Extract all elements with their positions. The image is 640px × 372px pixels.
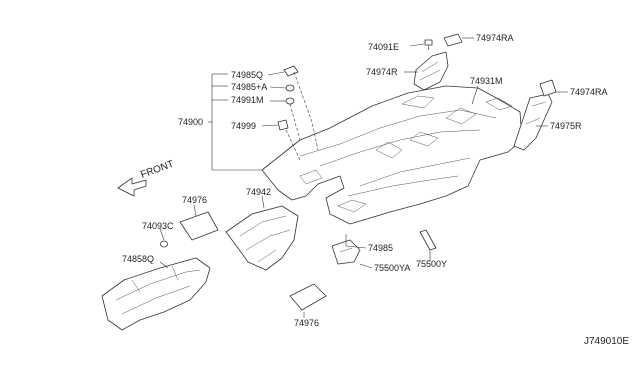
label-74942: 74942 — [246, 187, 271, 197]
pad-74974RA-right — [539, 79, 557, 97]
fastener-74093C — [160, 240, 168, 248]
label-74975R: 74975R — [550, 121, 582, 131]
label-74974RA-right: 74974RA — [570, 87, 608, 97]
label-74976-upper: 74976 — [182, 195, 207, 205]
pad-74976-lower — [289, 283, 327, 311]
label-74858Q: 74858Q — [122, 254, 154, 264]
rear-trim-74975R — [513, 93, 553, 151]
label-74091E: 74091E — [368, 42, 399, 52]
label-74974RA-top: 74974RA — [476, 33, 514, 43]
front-arrow-icon — [117, 177, 147, 197]
insulator-74858Q — [101, 257, 211, 331]
fastener-74985A — [285, 84, 295, 92]
label-74985Q: 74985Q — [231, 70, 263, 80]
clip-75500YA — [331, 239, 361, 265]
label-74931M: 74931M — [470, 76, 503, 86]
front-arrow: FRONT — [117, 159, 175, 197]
leader-lines — [159, 37, 568, 318]
bracket-75500Y — [419, 229, 437, 251]
fastener-74991M — [285, 97, 295, 105]
label-74974R: 74974R — [366, 67, 398, 77]
label-74985: 74985 — [368, 243, 393, 253]
diagram-code: J749010E — [584, 336, 629, 347]
clip-74091E — [424, 39, 433, 50]
front-label: FRONT — [139, 159, 175, 181]
label-74991M: 74991M — [231, 95, 264, 105]
label-74985A: 74985+A — [231, 82, 267, 92]
label-74093C: 74093C — [142, 221, 174, 231]
fastener-74985Q — [283, 65, 299, 77]
label-74976-lower: 74976 — [294, 318, 319, 328]
pad-74976-upper — [179, 211, 219, 241]
rear-side-trim-74974R — [413, 51, 449, 91]
label-75500YA: 75500YA — [374, 263, 410, 273]
front-floor-74942 — [225, 205, 299, 271]
label-74900: 74900 — [178, 117, 203, 127]
label-75500Y: 75500Y — [416, 259, 447, 269]
part-labels: 74091E 74974RA 74974R 74985Q 74985+A 749… — [122, 33, 608, 328]
clip-74999 — [277, 119, 289, 131]
label-74999: 74999 — [231, 121, 256, 131]
floor-carpet-assembly — [261, 85, 523, 225]
pad-74974RA-upper — [443, 33, 463, 47]
